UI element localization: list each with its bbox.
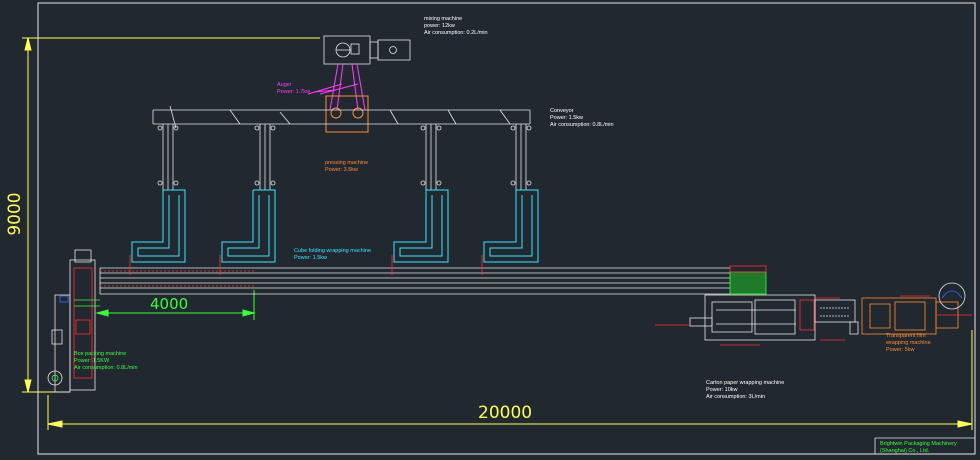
carton-wrapping-air: Air consumption: 3L/min <box>706 394 765 400</box>
box-packing-power: Power: 1.5KW <box>74 358 110 364</box>
film-wrapping-name-2: wrapping machine <box>886 340 931 346</box>
mixing-machine-label: mixing machine power: 12kw Air consumpti… <box>424 16 488 37</box>
cube-folding-machine <box>221 189 276 263</box>
box-packing-label: Box packing machine Power: 1.5KW Air con… <box>74 351 138 372</box>
conveyor-name: Conveyor <box>550 108 574 114</box>
box-packing-air: Air consumption: 0.8L/min <box>74 365 138 371</box>
main-conveyor-lines <box>99 267 730 295</box>
mixing-machine-unit <box>323 35 411 65</box>
mixing-machine-power: power: 12kw <box>424 23 455 29</box>
carton-wrapping-name: Carton paper wrapping machine <box>706 380 785 386</box>
cube-folding-name: Cube folding wrapping machine <box>294 248 372 254</box>
film-wrapping-label: Transparent film wrapping machine Power:… <box>886 333 931 354</box>
mixing-machine-air: Air consumption: 0.2L/min <box>424 30 488 36</box>
auger-power: Power: 1.7kw <box>277 89 311 95</box>
company-name: Brightwin Packaging Machinery <box>880 441 957 447</box>
cube-folding-label: Cube folding wrapping machine Power: 1.5… <box>294 248 371 262</box>
carton-wrapping-label: Carton paper wrapping machine Power: 10k… <box>706 380 784 401</box>
film-wrapping-power: Power: 5kw <box>886 347 915 353</box>
carton-wrapping-power: Power: 10kw <box>706 387 738 393</box>
support-leg <box>157 124 179 190</box>
box-packing-name: Box packing machine <box>74 351 127 357</box>
auger-name: Auger <box>277 82 292 88</box>
pressing-machine-label: pressing machine Power: 3.5kw <box>325 160 368 174</box>
cube-folding-units <box>131 189 539 263</box>
conveyor-red-markers <box>100 255 483 287</box>
conveyor-air: Air consumption: 0.8L/min <box>550 122 614 128</box>
title-block-text: Brightwin Packaging Machinery (Shanghai)… <box>880 441 957 455</box>
support-leg <box>420 124 442 190</box>
drawing-border <box>37 2 976 455</box>
conveyor-length-dimension <box>95 290 256 320</box>
conveyor-power: Power: 1.5kw <box>550 115 584 121</box>
support-leg <box>254 124 276 190</box>
auger-lines <box>307 63 366 111</box>
pressing-machine-power: Power: 3.5kw <box>325 167 359 173</box>
width-dimension-label: 20000 <box>478 403 533 423</box>
cube-folding-power: Power: 1.5kw <box>294 255 328 261</box>
film-wrapping-unit <box>861 282 972 335</box>
company-suffix: (Shanghai) Co., Ltd. <box>880 448 930 454</box>
width-dimension <box>47 330 973 430</box>
pressing-machine-unit <box>325 95 369 133</box>
cube-folding-machine <box>393 189 449 263</box>
conveyor-label: Conveyor Power: 1.5kw Air consumption: 0… <box>550 108 614 129</box>
film-wrapping-name: Transparent film <box>886 333 926 339</box>
pressing-machine-name: pressing machine <box>325 160 369 166</box>
support-leg <box>510 124 532 190</box>
height-dimension-label: 9000 <box>5 192 25 236</box>
carton-wrapping-unit <box>655 265 859 346</box>
cube-folding-machine <box>131 189 186 263</box>
auger-label: Auger Power: 1.7kw <box>277 82 310 96</box>
support-legs <box>157 124 532 190</box>
conveyor-beam <box>152 105 531 129</box>
cube-folding-machine <box>483 189 539 263</box>
box-packing-unit <box>47 249 100 393</box>
conveyor-length-label: 4000 <box>150 295 189 313</box>
title-block <box>874 437 975 454</box>
mixing-machine-name: mixing machine <box>424 16 463 22</box>
